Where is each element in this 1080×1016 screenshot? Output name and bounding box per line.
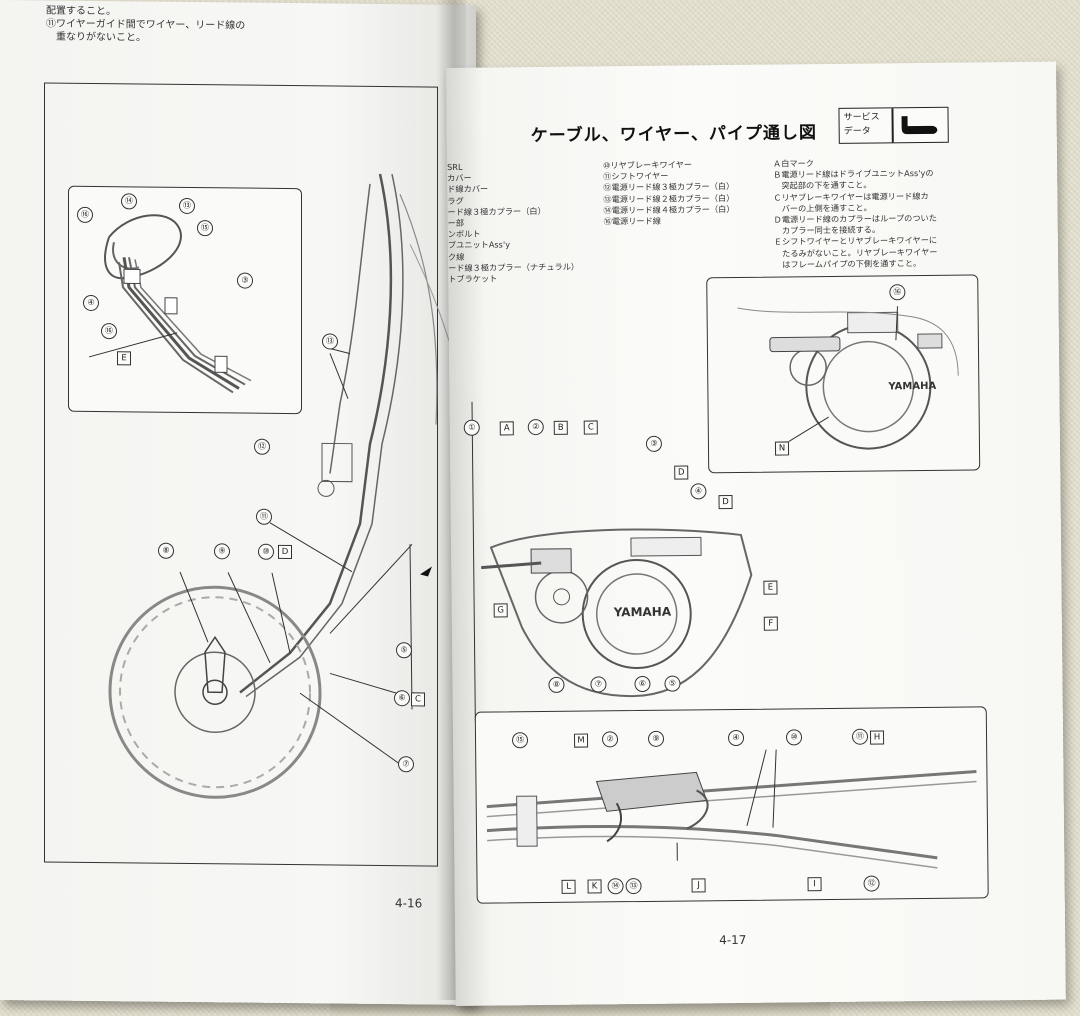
wrench-icon xyxy=(901,116,938,135)
callout-8-main: ⑧ xyxy=(158,542,174,559)
legend-line: Ｄ電源リード線のカプラーはループのついた xyxy=(773,212,937,225)
legend-column-1: SRL カバー ド線カバー ラグ ード線３極カプラー（白） ー部 ンボルト ブユ… xyxy=(447,161,579,286)
callout-4-bottom: ④ xyxy=(727,729,745,747)
label-A: A xyxy=(499,421,514,436)
motor-inset-panel: ⑯ YAMAHA N xyxy=(706,274,981,474)
callout-14-bottom: ⑭ xyxy=(607,878,624,895)
callout-7-main: ⑦ xyxy=(398,756,414,773)
callout-4-top: ④ xyxy=(690,483,707,500)
callout-12-bottom: ⑫ xyxy=(863,875,880,892)
service-data-box: サービス データ xyxy=(838,106,949,144)
label-M: M xyxy=(573,733,589,748)
callout-6-main: ⑥ xyxy=(394,690,410,707)
page-title: ケーブル、ワイヤー、パイプ通し図 xyxy=(530,123,818,147)
callout-6-top: ⑥ xyxy=(634,675,651,693)
label-F: F xyxy=(763,616,778,631)
legend-column-3: Ａ白マーク Ｂ電源リード線はドライブユニットAss'yの 突起部の下を通すこと。… xyxy=(773,157,938,271)
callout-10-main: ⑩ xyxy=(258,543,274,560)
motor-brand: YAMAHA xyxy=(613,604,672,620)
legend-line: はフレームパイプの下側を通すこと。 xyxy=(774,257,922,270)
label-D-2: D xyxy=(718,495,733,510)
legend-line: ⑯電源リード線 xyxy=(603,215,661,227)
callout-9-bottom: ⑨ xyxy=(647,730,665,747)
legend-column-2: ⑩リヤブレーキワイヤー ⑪シフトワイヤー ⑫電源リード線３極カプラー（白） ⑬電… xyxy=(603,159,735,228)
callout-5-main: ⑤ xyxy=(396,642,412,659)
left-inset-panel: ⑭ ⑬ ⑯ ⑮ ③ ④ ⑯ E xyxy=(68,185,302,415)
motor-brand-small: YAMAHA xyxy=(888,380,937,393)
left-page: 配置すること。 ⑪ワイヤーガイド間でワイヤー、リード線の 重なりがないこと。 ⑭… xyxy=(0,0,476,1005)
callout-10-bottom: ⑩ xyxy=(785,729,803,746)
drive-unit-drawing xyxy=(481,528,753,698)
callout-2-top: ② xyxy=(527,418,544,436)
callout-12-main: ⑫ xyxy=(254,438,270,455)
left-page-number: 4-16 xyxy=(395,896,423,911)
callout-5-top: ⑤ xyxy=(664,675,681,692)
label-C-left: C xyxy=(411,692,425,707)
label-D-1: D xyxy=(674,465,689,480)
cable-routing-drawing xyxy=(486,749,977,869)
legend-line: トブラケット xyxy=(448,273,498,285)
callout-1-top: ① xyxy=(463,419,480,436)
right-frame-line xyxy=(471,401,477,722)
callout-16-inset: ⑯ xyxy=(889,284,906,301)
bicycle-frame-drawing xyxy=(108,173,471,799)
callout-15-bottom: ⑮ xyxy=(511,732,529,749)
callout-3-top: ③ xyxy=(645,435,663,452)
label-B: B xyxy=(553,420,568,435)
legend-line: ード線３極カプラー（ナチュラル） xyxy=(448,261,580,273)
callout-9-main: ⑨ xyxy=(214,543,230,560)
right-page-number: 4-17 xyxy=(719,932,747,948)
label-H: H xyxy=(869,730,885,745)
label-L: L xyxy=(561,879,576,894)
label-D-left: D xyxy=(278,544,292,560)
service-label-1: サービス xyxy=(843,112,880,123)
callout-11-main: ⑪ xyxy=(256,508,272,525)
label-I: I xyxy=(807,877,822,892)
service-label-2: データ xyxy=(843,126,871,137)
label-K: K xyxy=(587,879,602,894)
bottom-inset-panel: ⑮ M ② ⑨ ④ ⑩ ⑪ H L K ⑭ ⑬ J I ⑫ xyxy=(474,706,989,904)
callout-7-top: ⑦ xyxy=(590,676,607,693)
callout-2-bottom: ② xyxy=(601,731,619,748)
right-page: ケーブル、ワイヤー、パイプ通し図 サービス データ SRL カバー ド線カバー … xyxy=(446,61,1066,1006)
motor-inset-drawing xyxy=(737,306,959,450)
legend-line: ⑭電源リード線４極カプラー（白） xyxy=(603,203,735,216)
legend-line: ⑫電源リード線３極カプラー（白） xyxy=(603,181,735,193)
callout-13-main: ⑬ xyxy=(322,333,338,350)
callout-11-bottom: ⑪ xyxy=(851,728,869,745)
label-C: C xyxy=(583,420,598,435)
legend-line: Ｂ電源リード線はドライブユニットAss'yの xyxy=(773,168,934,180)
wire-bundle-drawing xyxy=(88,214,252,394)
label-J: J xyxy=(691,878,706,893)
legend-line: Ｃリヤブレーキワイヤーは電源リード線カ xyxy=(773,190,929,203)
label-E-right: E xyxy=(763,580,778,595)
callout-8-top: ⑧ xyxy=(548,676,565,693)
callout-13-bottom: ⑬ xyxy=(625,877,642,895)
label-G: G xyxy=(493,603,508,618)
label-N: N xyxy=(774,441,790,456)
